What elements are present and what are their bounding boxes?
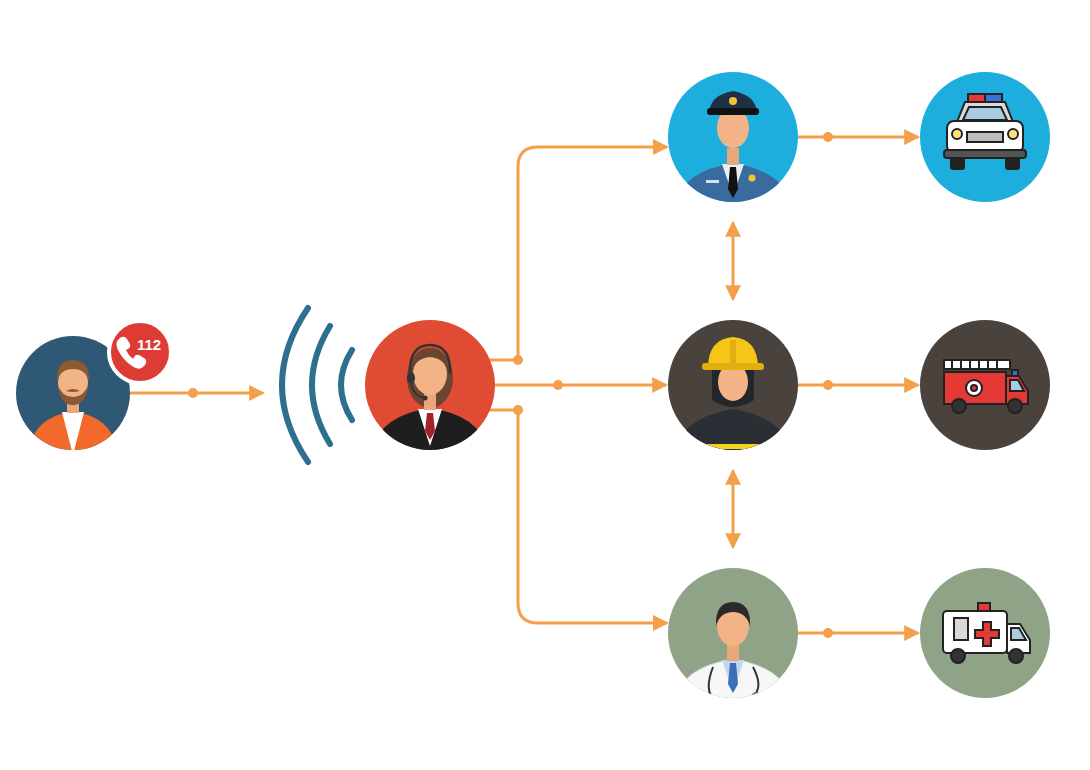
police-figure — [675, 91, 791, 208]
ambulance-circle — [920, 568, 1050, 698]
flow-arrow — [130, 392, 262, 395]
dispatcher-figure — [372, 345, 488, 455]
flow-arrow — [732, 224, 735, 298]
signal-waves — [282, 308, 352, 462]
flow-arrow — [798, 136, 917, 139]
call-number: 112 — [137, 336, 161, 353]
fire-truck-circle — [920, 320, 1050, 450]
flow-arrow — [798, 632, 917, 635]
flow-arrow — [495, 384, 665, 387]
police-car-circle — [920, 72, 1050, 202]
call-badge: 112 — [107, 319, 173, 385]
police-car-icon — [944, 94, 1026, 169]
fire-truck-icon — [944, 360, 1028, 413]
ambulance-icon — [943, 603, 1030, 663]
phone-icon — [117, 337, 147, 369]
flow-arrow — [798, 384, 917, 387]
flow-arrow — [490, 410, 666, 623]
flow-arrow — [732, 472, 735, 546]
flow-arrow — [490, 147, 666, 360]
caller-circle: 112 — [16, 336, 130, 450]
firefighter-figure — [675, 337, 791, 455]
firefighter-circle — [668, 320, 798, 450]
police-circle — [668, 72, 798, 202]
doctor-figure — [675, 602, 791, 703]
doctor-circle — [668, 568, 798, 698]
caller-figure — [28, 360, 118, 455]
dispatcher-circle — [365, 320, 495, 450]
